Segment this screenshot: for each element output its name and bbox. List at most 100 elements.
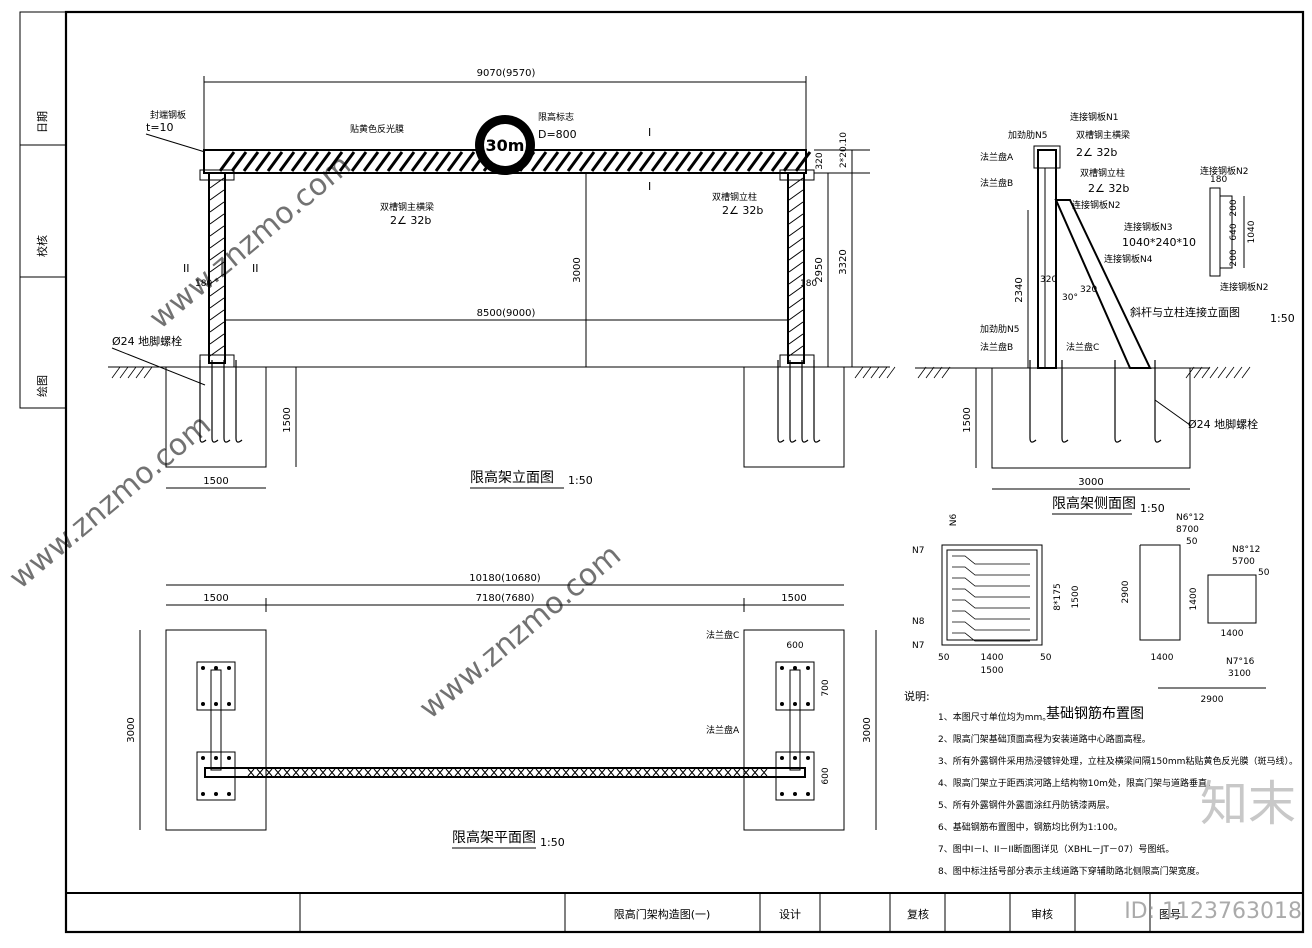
front-elevation: 9070(9570) 30m 8500(9000) 3000 [108,68,1251,489]
label-main-beam-spec: 2∠ 32b [390,214,431,227]
plan-title: 限高架平面图 [452,829,536,846]
bar-N8-shape [1207,574,1257,624]
label-reflective-film: 贴黄色反光膜 [350,123,404,135]
note-item: 2、限高门架基础顶面高程为安装道路中心路面高程。 [938,733,1151,745]
rebar-n7b: N7 [912,641,924,651]
plan-right-foundation [743,629,845,831]
detail-dim-200a: 200 [1229,199,1239,216]
detail-dim-200b: 200 [1229,249,1239,266]
label-N2-a: 连接钢板N2 [1072,199,1120,211]
dim-column-height: 2950 [814,257,825,282]
label-N3-size: 1040*240*10 [1122,236,1196,249]
bar-N6-spec: N6°12 [1176,513,1204,523]
rebar-cage [941,544,1043,646]
tb-audit: 审核 [1031,907,1053,921]
dim-foundation-depth: 1500 [282,407,293,432]
label-flange-B-bottom: 法兰盘B [980,341,1013,353]
note-item: 4、限高门架立于距西滨河路上结构物10m处，限高门架与道路垂直。 [938,777,1216,789]
section-mark-top: I [648,126,651,139]
dim-plate: 2*20.10 [839,132,849,168]
bar-N6-1400: 1400 [1151,653,1174,663]
stamp-drawn: 绘图 [35,375,49,397]
anchor-bolts [199,360,821,443]
label-N5-bottom: 加劲肋N5 [980,323,1019,335]
side-dim-3000: 3000 [1078,477,1103,488]
rebar-n6: N6 [949,514,959,527]
bar-N8-length: 5700 [1232,557,1255,567]
rebar-n8: N8 [912,617,925,627]
rebar-layout: N6 N7 N7 N8 8*175 1500 50 1400 50 1500 N… [912,513,1270,722]
side-stamp-column [19,11,67,409]
plan-dim-height-left: 3000 [126,717,137,742]
dim-top-width: 9070(9570) [477,68,536,79]
note-item: 6、基础钢筋布置图中，钢筋均比例为1:100。 [938,821,1123,833]
note-item: 8、图中标注括号部分表示主线道路下穿辅助路北侧限高门架宽度。 [938,865,1205,877]
bar-N8-spec: N8°12 [1232,545,1260,555]
rebar-dim-1500v: 1500 [1071,585,1081,608]
side-elevation-title: 限高架侧面图 [1052,495,1136,512]
rebar-dim-1400: 1400 [981,653,1004,663]
side-dim-2340: 2340 [1014,277,1025,302]
label-limit-sign: 限高标志 [538,111,574,123]
bar-N7-length: 3100 [1228,669,1251,679]
plan-dim-total: 10180(10680) [469,573,541,584]
label-main-beam: 双槽钢主横梁 [380,201,434,213]
label-sign-diameter: D=800 [538,128,577,141]
detail-dim-1040: 1040 [1247,220,1257,243]
side-dim-320: 320 [1040,275,1057,285]
bar-N8-50: 50 [1258,568,1270,578]
detail-plate-edge [1209,187,1221,277]
rebar-dim-8x175: 8*175 [1053,583,1063,610]
sheet-border [64,10,1305,934]
label-N5-top: 加劲肋N5 [1008,129,1047,141]
note-item: 7、图中I－I、II－II断面图详见（XBHL－JT－07）号图纸。 [938,843,1174,855]
front-elevation-title: 限高架立面图 [470,469,554,486]
detail-plate [1219,195,1233,269]
bar-N7-2900: 2900 [1201,695,1224,705]
label-N4: 连接钢板N4 [1104,253,1153,265]
plan-dim-600b: 600 [821,767,831,784]
plan-dim-600a: 600 [786,641,803,651]
tb-design: 设计 [779,908,801,921]
bar-N6-2900: 2900 [1121,580,1131,603]
bar-N6-50: 50 [1186,537,1198,547]
front-elevation-scale: 1:50 [568,474,593,487]
watermarks: www.znzmo.com www.znzmo.com www.znzmo.co… [3,148,1296,832]
detail-dim-180: 180 [1210,175,1227,185]
plan-dim-left: 1500 [203,593,228,604]
section-mark-right: II [252,262,259,275]
drawing-name: 限高门架构造图(一) [614,907,711,921]
notes: 说明: 1、本图尺寸单位均为mm。2、限高门架基础顶面高程为安装道路中心路面高程… [904,689,1298,877]
plan-dim-right: 1500 [781,593,806,604]
label-side-anchor-bolt: Ø24 地脚螺栓 [1188,417,1258,431]
rebar-title: 基础钢筋布置图 [1046,705,1144,722]
drawing-id: ID: 1123763018 [1124,899,1302,924]
section-mark-left: II [183,262,190,275]
label-flange-A: 法兰盘A [980,151,1014,163]
rebar-dim-1500h: 1500 [981,666,1004,676]
label-col-side-spec: 2∠ 32b [1088,182,1129,195]
sign-text: 30m [486,136,525,155]
dim-foundation-width: 1500 [203,476,228,487]
beam-reflective-stripes [218,151,812,172]
dim-beam-height: 320 [815,152,825,169]
bar-N8-1400a: 1400 [1189,587,1199,610]
watermark-brand: 知末 [1200,776,1296,832]
detail-title: 斜杆与立柱连接立面图 [1130,305,1240,319]
watermark-site-2: www.znzmo.com [413,538,628,727]
label-column: 双槽钢立柱 [712,191,757,203]
dim-total-height: 3320 [838,249,849,274]
plan-scale: 1:50 [540,836,565,849]
side-elevation: 2340 320 1500 3000 30° 320 连接钢板N1 加劲肋N5 … [915,111,1295,515]
right-foundation [743,366,845,468]
plan-label-C: 法兰盘C [706,629,739,641]
label-flange-C: 法兰盘C [1066,341,1099,353]
plan-dim-height-right: 3000 [862,717,873,742]
rebar-dim-50a: 50 [938,653,950,663]
right-column [787,172,805,364]
note-item: 1、本图尺寸单位均为mm。 [938,711,1051,723]
dim-right-col-width: 180 [800,279,817,289]
note-item: 5、所有外露钢件外露面涂红丹防锈漆两层。 [938,799,1115,811]
detail-scale: 1:50 [1270,312,1295,325]
